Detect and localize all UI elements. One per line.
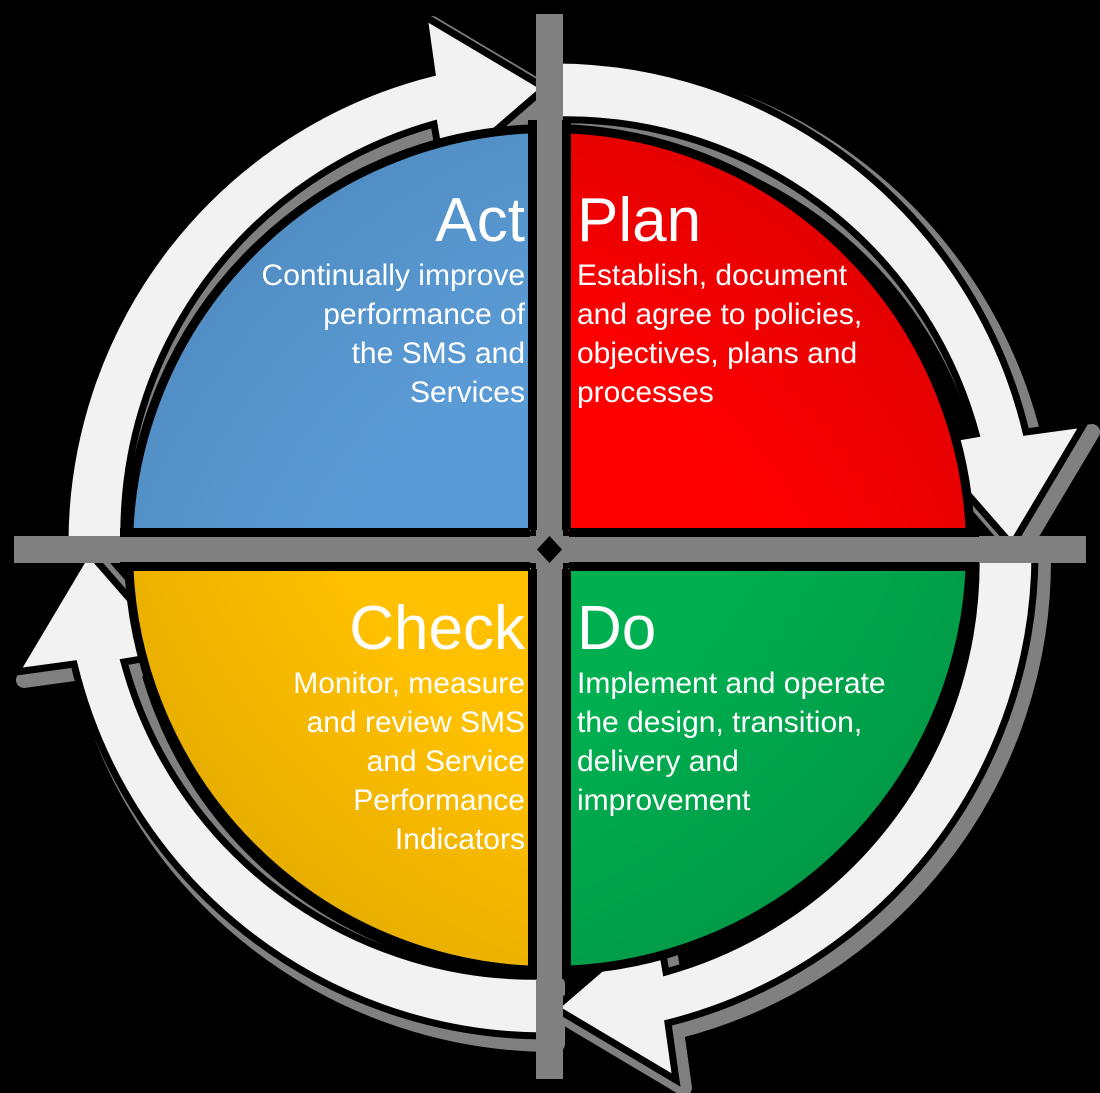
quadrant-act-fill[interactable] bbox=[124, 124, 971, 971]
arrow-ring bbox=[9, 9, 1091, 1087]
center-diamond-marker bbox=[537, 536, 562, 563]
arrow-bottom-do-to-check bbox=[549, 547, 1039, 1087]
arrow-right-plan-to-do bbox=[547, 56, 1091, 551]
quadrant-discs bbox=[124, 124, 975, 975]
quadrant-check-fill[interactable] bbox=[124, 129, 971, 975]
arrow-left-check-to-act bbox=[9, 545, 553, 1040]
quadrant-do-fill[interactable] bbox=[129, 129, 975, 975]
divider-outlines bbox=[120, 120, 979, 979]
arrow-top-act-to-plan bbox=[61, 9, 551, 549]
quadrant-plan-fill[interactable] bbox=[129, 124, 975, 971]
